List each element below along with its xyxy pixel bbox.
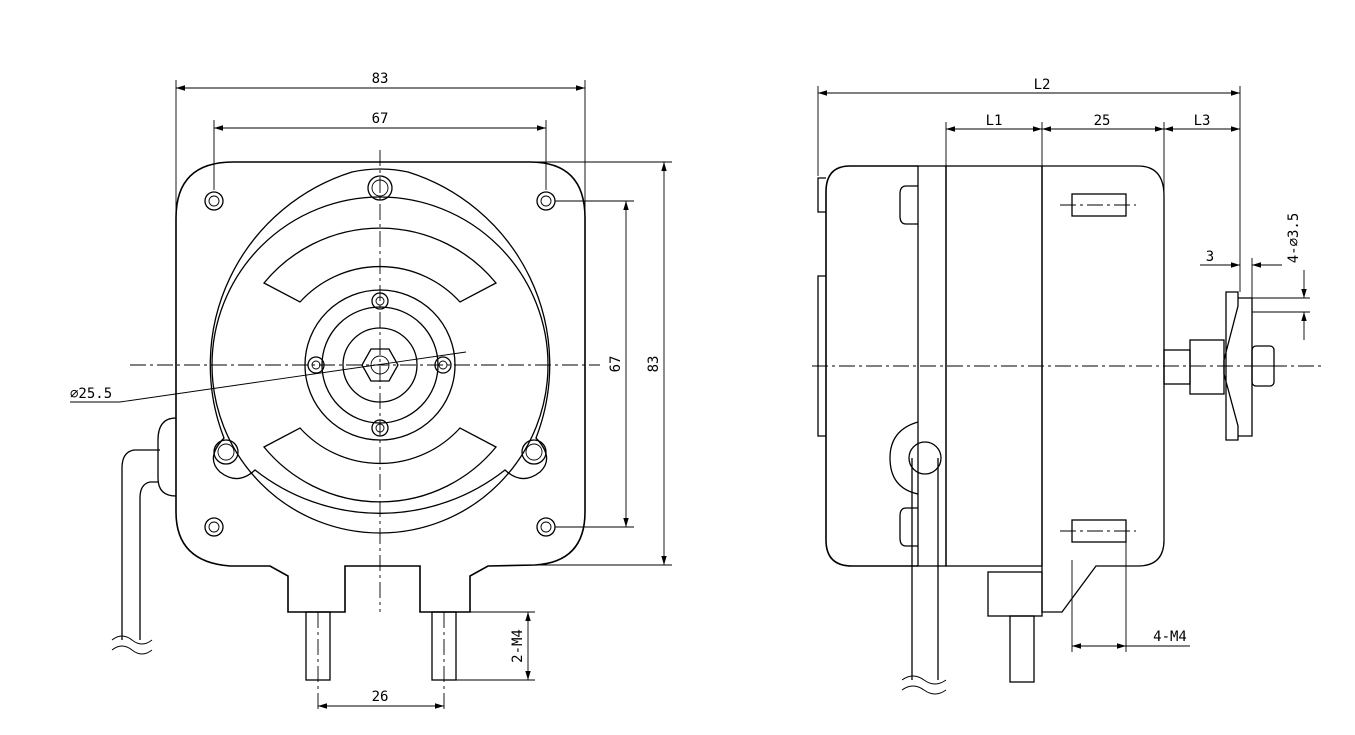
ear-hole-right: [521, 439, 547, 465]
side-rear-boss: [817, 177, 826, 213]
dim-body-depth: 25: [1094, 113, 1111, 129]
front-cable-gland: [157, 417, 177, 497]
vent-slot-top: [262, 227, 498, 303]
side-terminal-lead: [1009, 615, 1035, 683]
front-view: 83 67 67 83 ⌀25.5 26 2-M4: [70, 71, 672, 710]
dim-mount-spacing-v: 67: [608, 356, 624, 373]
vent-slot-bottom: [262, 427, 498, 503]
dim-overall-height: 83: [646, 356, 662, 373]
dim-l3: L3: [1194, 113, 1211, 129]
ear-hole-left: [213, 439, 239, 465]
dim-l1: L1: [986, 113, 1003, 129]
front-flange-ring: [209, 168, 551, 514]
dim-foot-thread: 2-M4: [510, 629, 526, 663]
corner-mount-holes: [204, 191, 556, 537]
side-fan-flange: [1223, 291, 1239, 441]
dim-flange-offset: 3: [1206, 249, 1214, 265]
dim-overall-length: L2: [1034, 77, 1051, 93]
side-shaft-collar: [1189, 339, 1225, 395]
dim-overall-width: 83: [372, 71, 389, 87]
side-front-cover: [1041, 165, 1165, 613]
front-housing-outline: [175, 161, 586, 613]
side-bolt-head-bottom: [899, 507, 918, 547]
side-cable: [911, 458, 939, 680]
side-shaft: [1163, 349, 1191, 385]
dim-foot-spacing: 26: [372, 689, 389, 705]
dim-hub-diameter: ⌀25.5: [70, 386, 112, 402]
dim-flange-holes: 4-⌀3.5: [1286, 213, 1302, 264]
side-view: L2 L1 25 L3 3 4-⌀3.5 4-M4: [812, 77, 1325, 695]
side-cable-entry: [889, 421, 919, 495]
side-bolt-head-top: [899, 185, 918, 225]
dim-mount-spacing-h: 67: [372, 111, 389, 127]
dim-stud-thread: 4-M4: [1153, 629, 1187, 645]
side-terminal-box: [987, 571, 1043, 617]
front-cable: [121, 449, 160, 640]
